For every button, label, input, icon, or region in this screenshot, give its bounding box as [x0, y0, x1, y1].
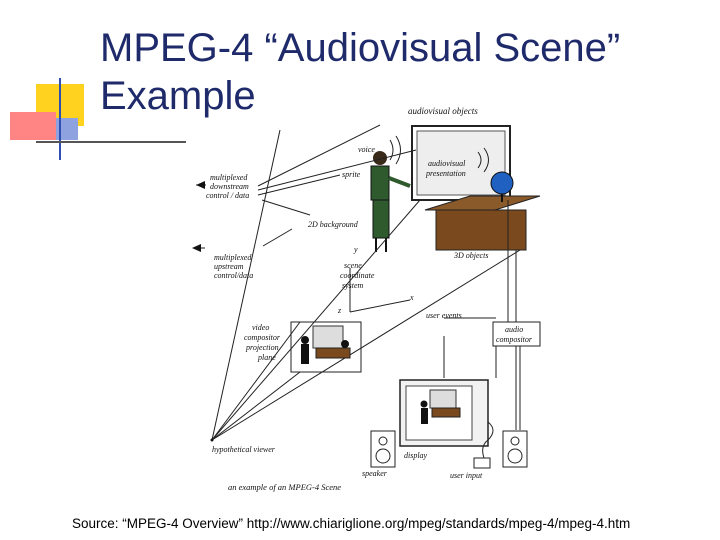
presenter-figure: [370, 151, 411, 252]
source-citation: Source: “MPEG-4 Overview” http://www.chi…: [72, 516, 631, 531]
label-axis-y: y: [353, 245, 358, 254]
slide-title: MPEG-4 “Audiovisual Scene” Example: [100, 24, 620, 120]
label-multiplexed-downstream-2: downstream: [210, 182, 249, 191]
video-compositor-plane: [290, 321, 362, 373]
diagram-caption: an example of an MPEG-4 Scene: [228, 482, 341, 492]
hypothetical-viewer-point: [210, 438, 214, 442]
presentation-screen-inner: [416, 130, 506, 196]
label-speaker: speaker: [362, 469, 388, 478]
label-user-input: user input: [450, 471, 483, 480]
label-multiplexed-downstream-1: multiplexed: [210, 173, 248, 182]
label-scene-coord-3: system: [342, 281, 364, 290]
globe-icon: [490, 171, 514, 195]
arrow-left-downstream: [196, 181, 205, 189]
label-video-compositor-2: compositor: [244, 333, 281, 342]
label-audio-compositor-2: compositor: [496, 335, 533, 344]
label-display: display: [404, 451, 428, 460]
video-compositor-globe: [341, 340, 349, 348]
display-inner-person-body: [421, 408, 428, 424]
video-compositor-screen: [312, 325, 344, 349]
label-multiplexed-upstream-1: multiplexed: [214, 253, 252, 262]
label-axis-z: z: [337, 306, 342, 315]
label-hypothetical-viewer: hypothetical viewer: [212, 445, 276, 454]
label-axis-x: x: [409, 293, 414, 302]
label-voice: voice: [358, 145, 375, 154]
label-scene-coord-1: scene: [344, 261, 362, 270]
label-video-compositor-3: projection: [245, 343, 279, 352]
label-av-presentation-2: presentation: [425, 169, 466, 178]
user-input-device-icon: [473, 421, 494, 469]
label-user-events: user events: [426, 311, 462, 320]
desk-top: [424, 195, 541, 211]
label-multiplexed-upstream-2: upstream: [214, 262, 244, 271]
label-2d-background: 2D background: [308, 220, 359, 229]
arrow-left-upstream: [192, 244, 201, 252]
slide-title-line1: MPEG-4 “Audiovisual Scene”: [100, 26, 621, 70]
video-compositor-person-body: [301, 344, 309, 364]
speaker-left-icon: [370, 430, 396, 468]
label-audiovisual-objects: audiovisual objects: [408, 106, 478, 116]
slide-title-line2: Example: [100, 74, 256, 118]
video-compositor-desk: [315, 347, 351, 359]
label-multiplexed-downstream-3: control / data: [206, 191, 249, 200]
decor-blue-square: [56, 118, 78, 140]
desk-body: [435, 209, 527, 251]
display-inner-desk: [431, 407, 461, 418]
voice-sound-waves: [389, 135, 401, 165]
label-scene-coord-2: coordinate: [340, 271, 375, 280]
label-audio-compositor-1: audio: [505, 325, 523, 334]
label-av-presentation-1: audiovisual: [428, 159, 466, 168]
decor-horizontal-line: [36, 141, 186, 143]
speaker-right-icon: [502, 430, 528, 468]
label-sprite: sprite: [342, 170, 361, 179]
video-compositor-person: [301, 336, 309, 344]
label-3d-objects: 3D objects: [453, 251, 488, 260]
diagram-arrows: [195, 124, 521, 441]
decor-vertical-line: [59, 78, 61, 160]
decor-red-square: [10, 112, 56, 140]
audio-compositor-box: [492, 321, 541, 347]
label-video-compositor-1: video: [252, 323, 269, 332]
display-inner-screen: [429, 389, 457, 409]
label-multiplexed-upstream-3: control/data: [214, 271, 253, 280]
presentation-sound-waves: [477, 147, 489, 173]
mpeg4-scene-diagram: audiovisual objects voice sprite audiovi…: [192, 106, 541, 492]
label-video-compositor-4: plane: [257, 353, 276, 362]
display-inner-person: [420, 400, 428, 408]
